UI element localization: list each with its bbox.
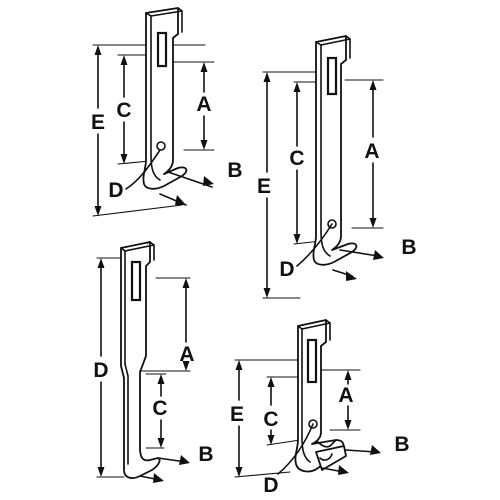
label-c: C [263, 408, 278, 431]
label-d: D [279, 258, 294, 281]
label-c: C [152, 397, 167, 420]
part-2 [312, 35, 358, 266]
label-a: A [338, 384, 353, 407]
figure-top-right: E C A B D [257, 35, 417, 299]
part-4 [294, 319, 347, 473]
label-b: B [198, 443, 213, 466]
label-b: B [401, 236, 416, 259]
label-a: A [179, 343, 194, 366]
label-b: B [394, 433, 409, 456]
label-c: C [289, 147, 304, 170]
label-b: B [227, 159, 242, 182]
label-e: E [230, 403, 244, 426]
label-d: D [263, 474, 278, 497]
part-3 [120, 241, 161, 479]
label-a: A [196, 93, 211, 116]
label-e: E [91, 111, 105, 134]
label-d: D [108, 179, 123, 202]
label-d: D [93, 359, 108, 382]
label-e: E [257, 175, 271, 198]
figure-bottom-right: E C A B D [230, 319, 410, 497]
label-c: C [116, 99, 131, 122]
figure-top-left: E C A B D [91, 7, 243, 217]
label-a: A [364, 140, 379, 163]
figure-bottom-left: D A C B [93, 241, 214, 483]
part-1 [142, 7, 188, 190]
